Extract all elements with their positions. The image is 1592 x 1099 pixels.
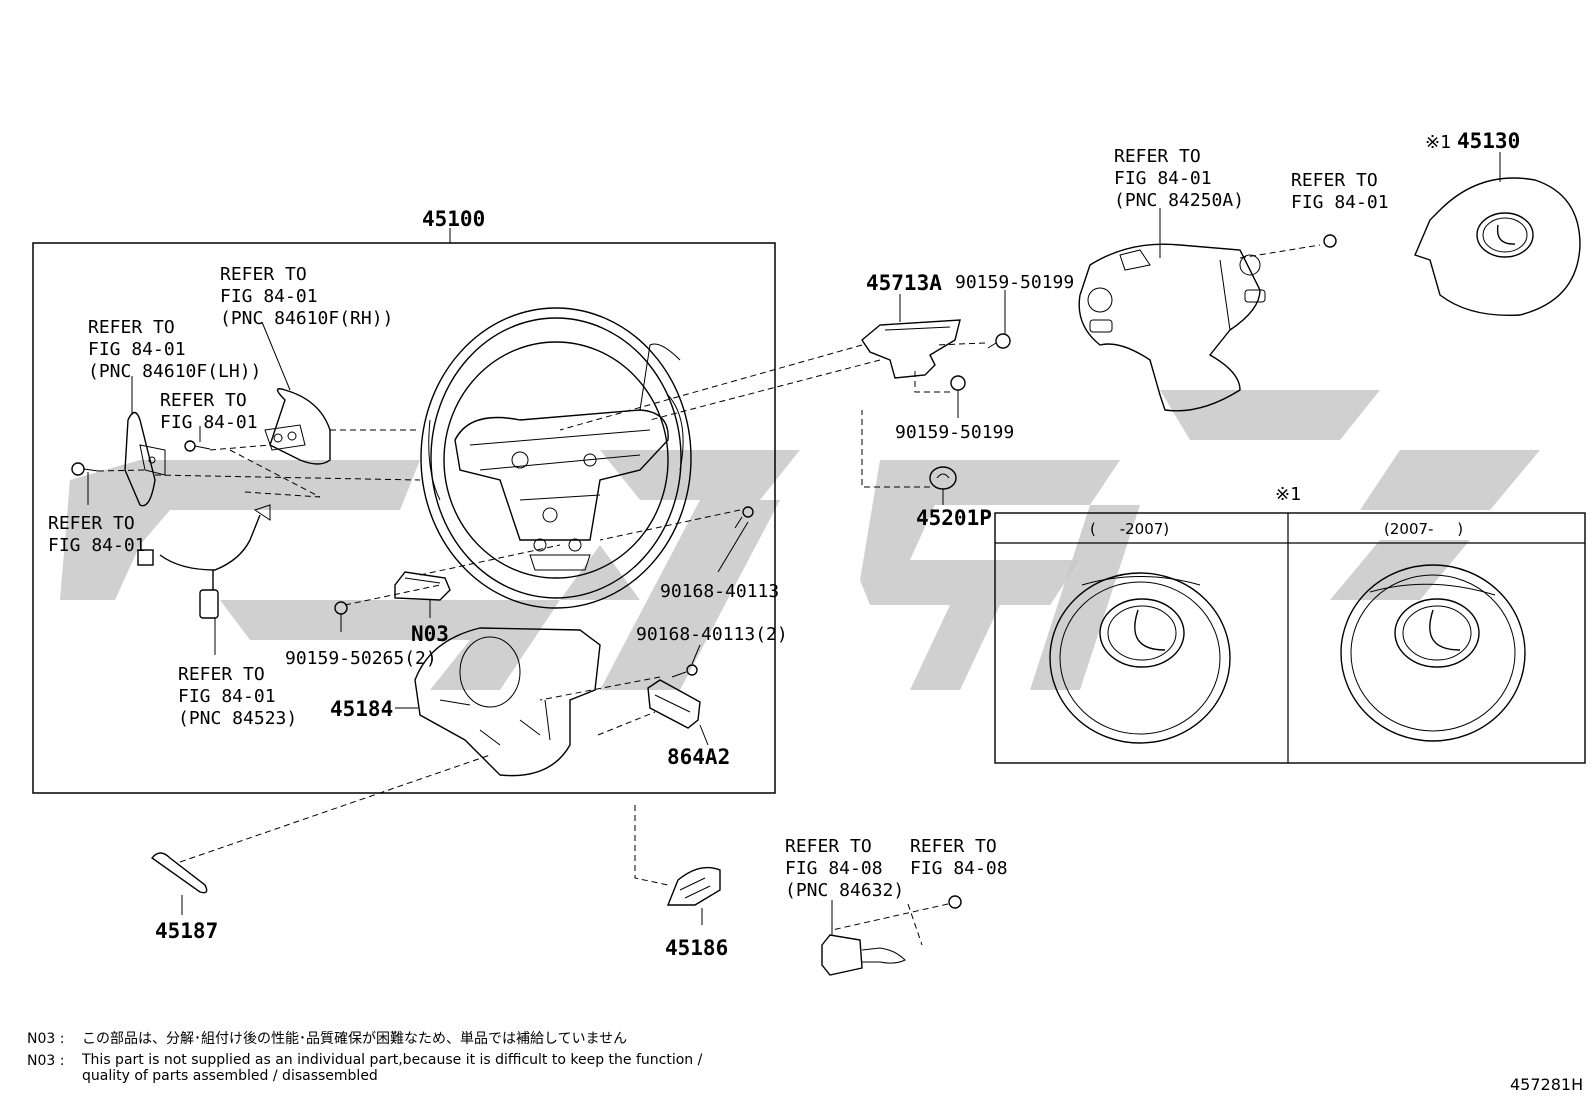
refer-switch: REFER TO FIG 84-01 (PNC 84250A) xyxy=(1114,146,1244,211)
screw-fig8408 xyxy=(948,895,962,909)
svg-text:FIG 84-01: FIG 84-01 xyxy=(88,339,186,360)
refer-bolt-left: REFER TO FIG 84-01 xyxy=(48,513,146,556)
figure-id: 457281H xyxy=(1510,1075,1583,1094)
trim-45187 xyxy=(150,852,208,894)
svg-text:REFER TO: REFER TO xyxy=(910,836,997,857)
callout-90159-50199-bot: 90159-50199 xyxy=(895,422,1014,443)
callout-45201P: 45201P xyxy=(916,506,992,530)
svg-text:FIG 84-08: FIG 84-08 xyxy=(910,858,1008,879)
bolt-left xyxy=(71,462,99,476)
callout-90168-40113-2: 90168-40113(2) xyxy=(636,624,788,645)
svg-text:FIG 84-01: FIG 84-01 xyxy=(178,686,276,707)
switch-n03 xyxy=(394,571,451,601)
trim-45186 xyxy=(666,866,721,906)
svg-text:(PNC 84632): (PNC 84632) xyxy=(785,880,904,901)
refer-switch-bolt: REFER TO FIG 84-01 xyxy=(1291,170,1389,213)
svg-text:FIG 84-08: FIG 84-08 xyxy=(785,858,883,879)
note-en-code: N03 : xyxy=(27,1053,64,1069)
watermark-logo xyxy=(60,390,1540,690)
bolt-switch xyxy=(1323,234,1337,248)
refer-fig8408: REFER TO FIG 84-08 xyxy=(910,836,1008,879)
assembly-frame-45100 xyxy=(32,242,776,794)
inset-mark: ※1 xyxy=(1275,484,1301,505)
svg-text:FIG 84-01: FIG 84-01 xyxy=(1114,168,1212,189)
svg-text:REFER TO: REFER TO xyxy=(160,390,247,411)
callout-N03: N03 xyxy=(411,622,449,646)
wire-harness xyxy=(137,504,271,619)
svg-text:FIG 84-01: FIG 84-01 xyxy=(160,412,258,433)
callout-864A2: 864A2 xyxy=(667,745,730,769)
callout-90159-50265: 90159-50265(2) xyxy=(285,648,437,669)
callout-45130-mark: ※1 xyxy=(1425,132,1451,153)
screw-90168-40113-2 xyxy=(671,664,698,678)
callout-45130: 45130 xyxy=(1457,129,1520,153)
note-jp-code: N03 : xyxy=(27,1031,64,1047)
svg-text:FIG 84-01: FIG 84-01 xyxy=(220,286,318,307)
refer-harness: REFER TO FIG 84-01 (PNC 84523) xyxy=(178,664,297,729)
bracket-45713A xyxy=(861,319,961,379)
callout-45186: 45186 xyxy=(665,936,728,960)
screw-90168-40113 xyxy=(734,506,754,529)
refer-rh: REFER TO FIG 84-01 (PNC 84610F(RH)) xyxy=(220,264,393,329)
screw-90159-50199-bot xyxy=(950,375,966,391)
svg-text:(PNC 84610F(LH)): (PNC 84610F(LH)) xyxy=(88,361,261,382)
callout-45100: 45100 xyxy=(422,207,485,231)
variant-inset xyxy=(994,512,1586,764)
module-864A2 xyxy=(647,679,701,729)
steering-wheel xyxy=(420,307,692,609)
callout-45187: 45187 xyxy=(155,919,218,943)
bolt-mid xyxy=(184,440,211,452)
svg-text:REFER TO: REFER TO xyxy=(220,264,307,285)
steering-switch-84250A xyxy=(1078,243,1266,412)
inset-right-header: (2007- ) xyxy=(1384,520,1463,538)
paddle-shift-lh xyxy=(124,411,166,507)
airbag-pad-post-2007 xyxy=(1340,564,1526,742)
callout-45713A: 45713A xyxy=(866,271,942,295)
svg-text:(PNC 84610F(RH)): (PNC 84610F(RH)) xyxy=(220,308,393,329)
note-jp-text: この部品は、分解･組付け後の性能･品質確保が困難なため、単品では補給していません xyxy=(82,1031,627,1047)
refer-lh: REFER TO FIG 84-01 (PNC 84610F(LH)) xyxy=(88,317,261,382)
note-en-line1: This part is not supplied as an individu… xyxy=(81,1052,703,1068)
inset-left-header: ( -2007) xyxy=(1090,520,1169,538)
note-en-line2: quality of parts assembled / disassemble… xyxy=(82,1068,378,1084)
screw-90159-50199-top xyxy=(987,333,1011,349)
svg-text:REFER TO: REFER TO xyxy=(88,317,175,338)
part-84632 xyxy=(821,934,906,976)
svg-text:(PNC 84523): (PNC 84523) xyxy=(178,708,297,729)
svg-text:REFER TO: REFER TO xyxy=(178,664,265,685)
svg-text:REFER TO: REFER TO xyxy=(1291,170,1378,191)
refer-bolt-mid: REFER TO FIG 84-01 xyxy=(160,390,258,433)
svg-text:REFER TO: REFER TO xyxy=(48,513,135,534)
refer-pnc84632: REFER TO FIG 84-08 (PNC 84632) xyxy=(785,836,904,901)
svg-text:FIG 84-01: FIG 84-01 xyxy=(1291,192,1389,213)
callout-90159-50199-top: 90159-50199 xyxy=(955,272,1074,293)
svg-text:(PNC 84250A): (PNC 84250A) xyxy=(1114,190,1244,211)
callout-90168-40113: 90168-40113 xyxy=(660,581,779,602)
svg-text:FIG 84-01: FIG 84-01 xyxy=(48,535,146,556)
paddle-shift-rh xyxy=(264,388,331,465)
svg-text:REFER TO: REFER TO xyxy=(1114,146,1201,167)
svg-text:REFER TO: REFER TO xyxy=(785,836,872,857)
airbag-pad-pre-2007 xyxy=(1049,572,1231,744)
callout-45184: 45184 xyxy=(330,697,393,721)
airbag-45130 xyxy=(1414,177,1581,317)
cover-45184 xyxy=(414,627,601,777)
